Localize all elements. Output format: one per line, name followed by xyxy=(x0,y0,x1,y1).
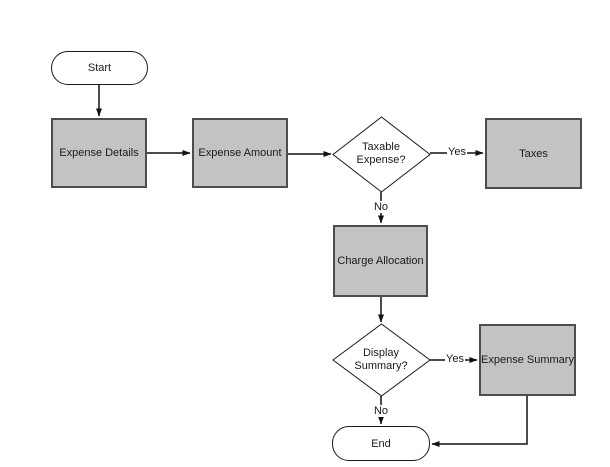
edge-expense-summary-to-end xyxy=(431,396,528,447)
node-taxes-label: Taxes xyxy=(519,147,548,160)
node-end: End xyxy=(332,426,430,461)
edge-label-taxable-yes: Yes xyxy=(447,146,467,158)
node-charge-allocation: Charge Allocation xyxy=(333,225,428,297)
decision-display-summary-label: Display Summary? xyxy=(354,347,408,372)
node-charge-allocation-label: Charge Allocation xyxy=(337,255,424,267)
decision-taxable-expense-shape xyxy=(332,116,431,193)
decision-taxable-expense-label: Taxable Expense? xyxy=(356,141,406,166)
node-start: Start xyxy=(51,51,148,85)
node-expense-amount: Expense Amount xyxy=(192,118,288,188)
node-taxes: Taxes xyxy=(485,118,582,189)
node-expense-summary-label: Expense Summary xyxy=(481,354,574,366)
node-expense-summary: Expense Summary xyxy=(479,324,576,396)
edge-label-taxable-no: No xyxy=(372,201,390,213)
node-expense-amount-label: Expense Amount xyxy=(198,147,282,159)
decision-display-summary-shape xyxy=(332,323,431,397)
node-end-label: End xyxy=(371,437,391,450)
node-expense-details-label: Expense Details xyxy=(59,147,139,159)
edge-label-display-no: No xyxy=(372,405,390,417)
node-expense-details: Expense Details xyxy=(51,118,147,188)
edge-label-display-yes: Yes xyxy=(445,353,465,365)
node-start-label: Start xyxy=(87,62,112,74)
